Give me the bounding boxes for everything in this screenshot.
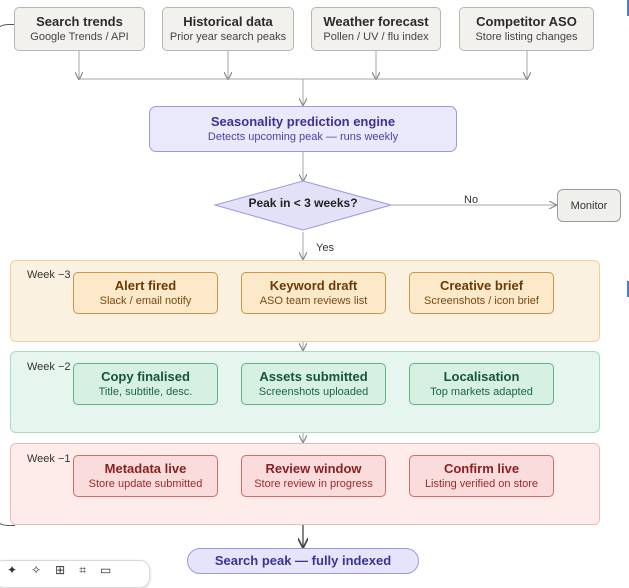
week-2-band[interactable]: Week −2 Copy finalised Title, subtitle, …: [10, 351, 600, 433]
engine-title: Seasonality prediction engine: [210, 114, 396, 129]
source-competitor-aso[interactable]: Competitor ASO Store listing changes: [459, 7, 594, 51]
step-review-window[interactable]: Review window Store review in progress: [241, 455, 386, 497]
image-icon[interactable]: ▭: [99, 563, 112, 577]
floating-toolbar: ✦ ✧ ⊞ ⌗ ▭: [0, 560, 150, 588]
step-copy-finalised[interactable]: Copy finalised Title, subtitle, desc.: [73, 363, 218, 405]
week-label: Week −1: [27, 453, 71, 465]
step-creative-brief[interactable]: Creative brief Screenshots / icon brief: [409, 272, 554, 314]
step-title: Alert fired: [114, 278, 177, 293]
source-subtitle: Google Trends / API: [30, 31, 129, 43]
step-localisation[interactable]: Localisation Top markets adapted: [409, 363, 554, 405]
step-title: Creative brief: [439, 278, 524, 293]
selection-handle-top[interactable]: [627, 0, 629, 16]
sparkle-add-icon[interactable]: ✦: [7, 563, 18, 577]
frame-add-icon[interactable]: ⊞: [55, 563, 66, 577]
week-label: Week −2: [27, 361, 71, 373]
source-title: Historical data: [183, 14, 273, 29]
sparkle-icon[interactable]: ✧: [31, 563, 42, 577]
step-subtitle: Title, subtitle, desc.: [98, 386, 193, 398]
source-search-trends[interactable]: Search trends Google Trends / API: [14, 7, 145, 51]
step-subtitle: Store review in progress: [254, 478, 373, 490]
step-confirm-live[interactable]: Confirm live Listing verified on store: [409, 455, 554, 497]
final-label: Search peak — fully indexed: [214, 553, 392, 568]
step-title: Copy finalised: [101, 369, 190, 384]
source-subtitle: Prior year search peaks: [169, 31, 287, 43]
step-subtitle: ASO team reviews list: [259, 295, 368, 307]
search-peak-node[interactable]: Search peak — fully indexed: [187, 548, 419, 574]
selection-handle-middle[interactable]: [627, 281, 629, 297]
source-subtitle: Pollen / UV / flu index: [323, 31, 429, 43]
source-title: Weather forecast: [323, 14, 429, 29]
source-historical-data[interactable]: Historical data Prior year search peaks: [162, 7, 294, 51]
step-title: Confirm live: [443, 461, 520, 476]
selection-bracket: [0, 24, 15, 526]
week-3-band[interactable]: Week −3 Alert fired Slack / email notify…: [10, 260, 600, 342]
step-title: Assets submitted: [259, 369, 368, 384]
yes-edge-label: Yes: [316, 242, 334, 254]
step-title: Keyword draft: [269, 278, 358, 293]
week-1-band[interactable]: Week −1 Metadata live Store update submi…: [10, 443, 600, 525]
week-label: Week −3: [27, 269, 71, 281]
source-title: Competitor ASO: [476, 14, 577, 29]
step-keyword-draft[interactable]: Keyword draft ASO team reviews list: [241, 272, 386, 314]
step-title: Localisation: [443, 369, 520, 384]
monitor-node[interactable]: Monitor: [557, 189, 621, 222]
step-subtitle: Store update submitted: [88, 478, 203, 490]
step-alert-fired[interactable]: Alert fired Slack / email notify: [73, 272, 218, 314]
step-subtitle: Top markets adapted: [430, 386, 533, 398]
step-subtitle: Slack / email notify: [99, 295, 192, 307]
step-title: Metadata live: [104, 461, 187, 476]
step-subtitle: Listing verified on store: [424, 478, 539, 490]
no-edge-label: No: [464, 194, 479, 206]
monitor-label: Monitor: [570, 199, 608, 212]
decision-question: Peak in < 3 weeks?: [248, 196, 358, 210]
step-subtitle: Screenshots uploaded: [258, 386, 369, 398]
seasonality-engine[interactable]: Seasonality prediction engine Detects up…: [149, 106, 457, 152]
source-weather-forecast[interactable]: Weather forecast Pollen / UV / flu index: [311, 7, 441, 51]
step-metadata-live[interactable]: Metadata live Store update submitted: [73, 455, 218, 497]
step-assets-submitted[interactable]: Assets submitted Screenshots uploaded: [241, 363, 386, 405]
crop-icon[interactable]: ⌗: [79, 563, 86, 577]
engine-subtitle: Detects upcoming peak — runs weekly: [207, 131, 399, 143]
source-title: Search trends: [36, 14, 123, 29]
source-subtitle: Store listing changes: [475, 31, 578, 43]
step-subtitle: Screenshots / icon brief: [424, 295, 539, 307]
step-title: Review window: [265, 461, 362, 476]
